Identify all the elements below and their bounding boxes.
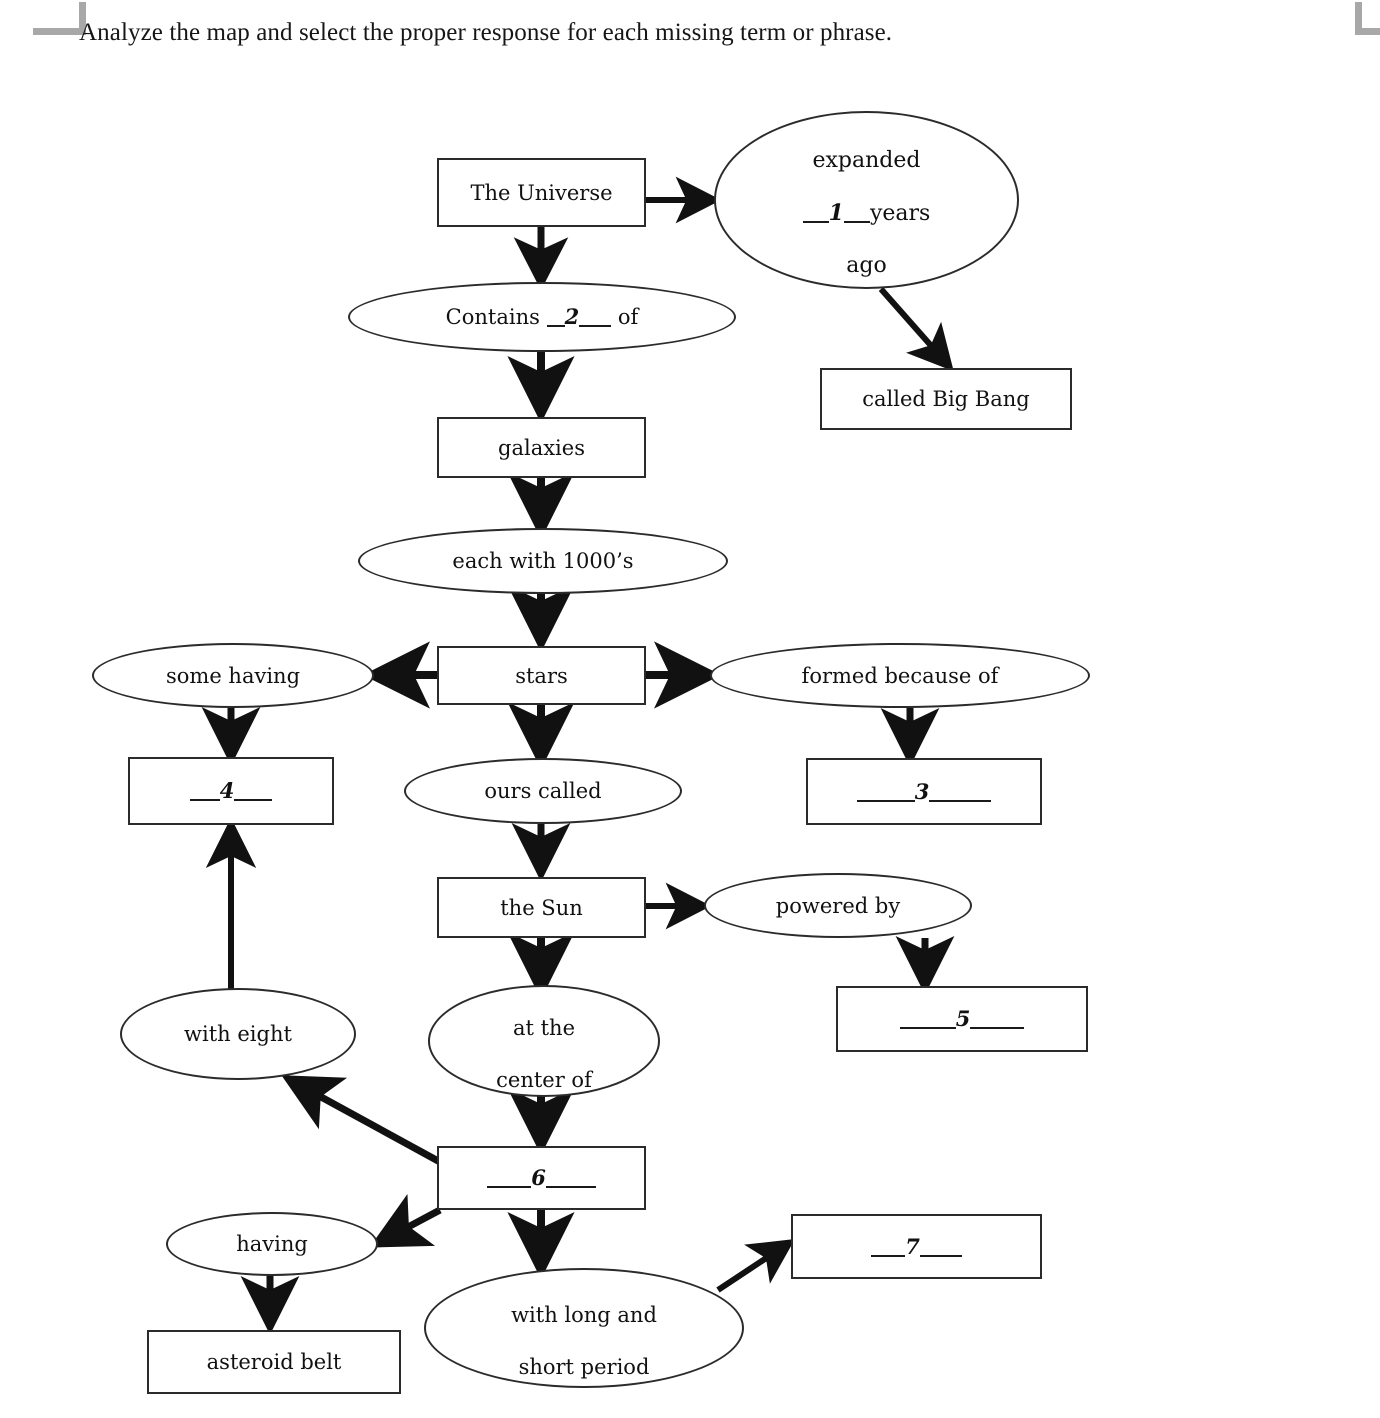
node-contains[interactable]: Contains 2 of [348,282,736,352]
blank-underline [970,1027,1025,1029]
node-blank-3[interactable]: 3 [806,758,1042,825]
node-called-big-bang[interactable]: called Big Bang [820,368,1072,430]
node-ours-called[interactable]: ours called [404,758,682,824]
blank-number-1: 1 [828,199,844,226]
edge-expanded-bigbang [878,287,954,372]
node-blank-7[interactable]: 7 [791,1214,1042,1279]
node-blank-6[interactable]: 6 [437,1146,646,1210]
node-label-blank: 4 [184,778,279,804]
node-label-multiline: expanded 1 years ago [797,122,937,279]
node-having[interactable]: having [166,1212,378,1276]
expanded-line1: expanded [812,147,921,173]
blank-underline [899,1027,956,1029]
node-label-multiline: with long and short period [505,1276,663,1380]
blank-underline [871,1254,906,1257]
node-label: stars [515,663,568,688]
blank-number-5: 5 [955,1006,971,1031]
page-corner-mark-top-right [1355,2,1380,35]
node-with-long-and-short-period[interactable]: with long and short period [424,1268,744,1388]
node-label: formed because of [801,663,999,688]
atthecenter-line2: center of [496,1068,592,1092]
node-label-blank: 6 [481,1165,602,1191]
blank-underline [856,799,915,802]
withlong-line1: with long and [511,1303,657,1327]
blank-number-4: 4 [219,778,235,803]
node-label: called Big Bang [862,387,1030,411]
blank-underline [189,799,220,801]
node-galaxies[interactable]: galaxies [437,417,646,478]
node-label: some having [165,663,301,688]
contains-after: of [617,305,639,329]
blank-underline [545,1186,596,1188]
blank-underline [929,799,992,802]
node-asteroid-belt[interactable]: asteroid belt [147,1330,401,1394]
blank-underline [234,799,273,801]
instruction-text: Analyze the map and select the proper re… [79,19,893,46]
node-label-blank: 7 [865,1234,968,1260]
edge-blank6-having [369,1194,442,1248]
node-label-multiline: at the center of [490,989,598,1093]
node-stars[interactable]: stars [437,646,646,705]
node-blank-4[interactable]: 4 [128,757,334,825]
node-label: with eight [184,1022,292,1046]
node-label: having [236,1232,308,1256]
edge-blank6-witheight [281,1075,442,1166]
node-the-sun[interactable]: the Sun [437,877,646,938]
node-label: asteroid belt [206,1350,342,1374]
node-label: ours called [484,779,602,803]
blank-underline [919,1254,962,1257]
node-with-eight[interactable]: with eight [120,988,356,1080]
node-each-with-thousands[interactable]: each with 1000’s [358,528,728,594]
blank-number-3: 3 [914,778,930,804]
blank-number-6: 6 [531,1165,546,1190]
node-some-having[interactable]: some having [92,643,374,708]
node-formed-because-of[interactable]: formed because of [710,643,1090,708]
blank-number-7: 7 [905,1233,920,1259]
node-label-blank: 5 [894,1006,1031,1032]
blank-underline [843,220,870,223]
node-label: powered by [775,893,901,918]
node-label: The Universe [470,180,613,205]
node-label-blank: 3 [851,779,998,805]
node-label: galaxies [498,435,585,460]
node-label-multipart: Contains 2 of [440,304,645,330]
blank-underline [802,220,829,223]
blank-underline [579,325,612,327]
expanded-line3: ago [846,252,887,278]
expanded-after: years [869,200,931,226]
edge-withlong-blank7 [716,1239,796,1293]
contains-before: Contains [445,305,540,329]
blank-underline [487,1186,532,1188]
withlong-line2: short period [518,1355,650,1379]
atthecenter-line1: at the [512,1016,576,1040]
node-blank-5[interactable]: 5 [836,986,1088,1052]
node-label: each with 1000’s [452,549,634,573]
node-at-the-center-of[interactable]: at the center of [428,985,660,1097]
node-expanded-years-ago[interactable]: expanded 1 years ago [714,111,1019,289]
node-the-universe[interactable]: The Universe [437,158,646,227]
node-label: the Sun [500,895,583,920]
blank-underline [546,325,565,327]
page-corner-mark-top-left [33,2,86,35]
node-powered-by[interactable]: powered by [704,873,972,938]
blank-number-2: 2 [564,304,580,329]
